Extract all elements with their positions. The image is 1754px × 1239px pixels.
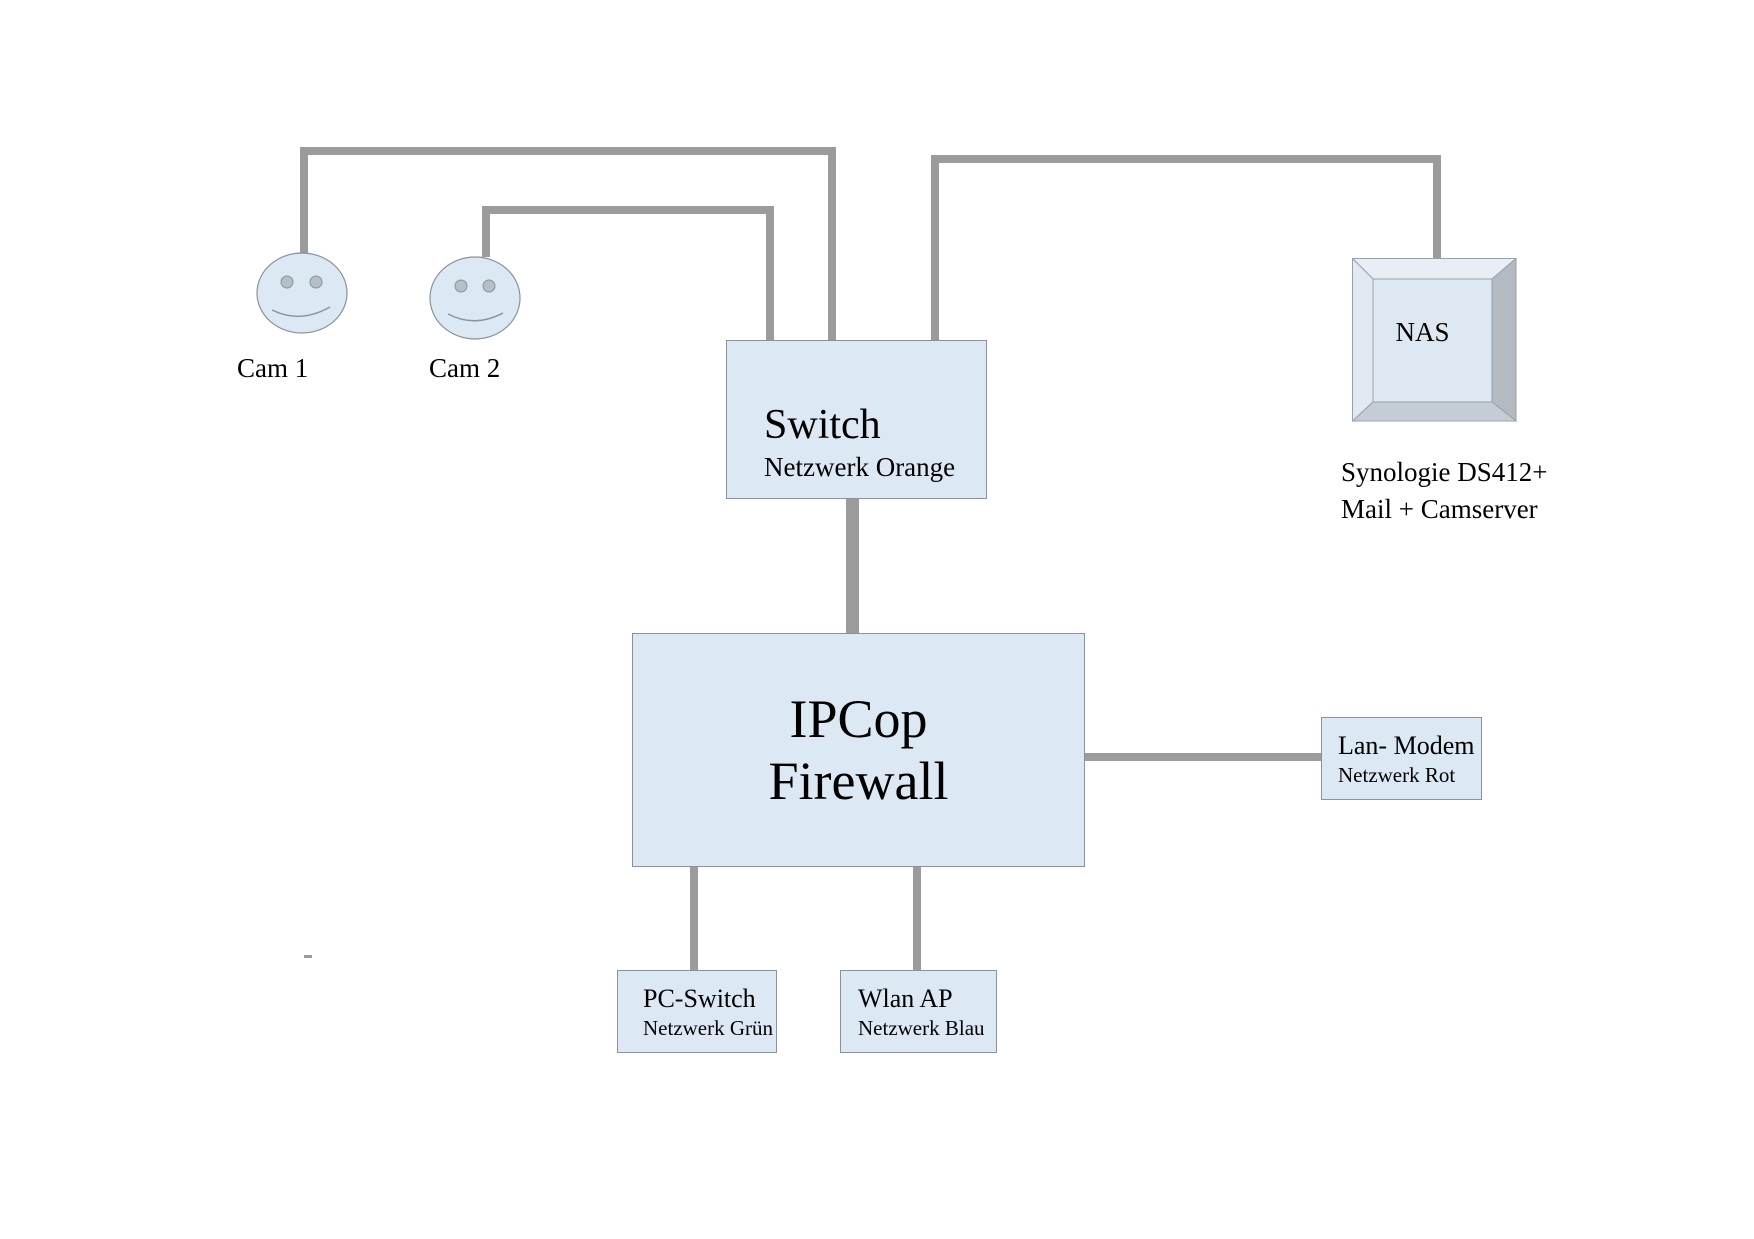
nas-right-bevel: [1491, 258, 1517, 422]
nas-caption-line1: Synologie DS412+: [1341, 457, 1548, 487]
connector-switch-nas-riser: [931, 155, 939, 340]
pc-switch-subtitle: Netzwerk Grün: [643, 1015, 774, 1040]
face-circle: [256, 252, 348, 334]
nas-caption: Synologie DS412+ Mail + Camserver: [1341, 454, 1548, 528]
switch-subtitle: Netzwerk Orange: [764, 452, 956, 482]
firewall-title-line1: IPCop: [789, 689, 928, 749]
nas-left-bevel: [1352, 258, 1374, 422]
connector-nas-drop: [1433, 155, 1441, 258]
connector-firewall-to-wlan-ap: [913, 867, 921, 970]
connector-cam1-riser: [300, 147, 308, 253]
lan-modem-subtitle: Netzwerk Rot: [1338, 762, 1456, 787]
nas-3d-box-icon: [1352, 258, 1517, 422]
cam2-label: Cam 2: [429, 353, 501, 383]
connector-switch-nas-horizontal: [931, 155, 1441, 163]
cam1-smiley-face-icon: [256, 252, 348, 334]
right-eye: [482, 279, 496, 293]
lan-modem-node: Lan- Modem Netzwerk Rot: [1321, 717, 1482, 800]
smile: [447, 312, 504, 322]
switch-node: Switch Netzwerk Orange: [726, 340, 987, 499]
connector-switch-to-firewall: [846, 498, 859, 633]
nas-bottom-bevel: [1352, 401, 1517, 422]
face-circle: [429, 256, 521, 340]
stray-dash-mark: [304, 955, 312, 958]
wlan-ap-subtitle: Netzwerk Blau: [858, 1015, 985, 1040]
nas-face: [1372, 278, 1493, 403]
connector-cam2-to-switch: [766, 206, 774, 340]
lan-modem-title: Lan- Modem: [1338, 730, 1475, 760]
pc-switch-title: PC-Switch: [643, 983, 756, 1013]
switch-title: Switch: [764, 402, 881, 448]
nas-label: NAS: [1395, 317, 1450, 347]
wlan-ap-title: Wlan AP: [858, 983, 953, 1013]
nas-caption-line2: Mail + Camserver: [1341, 494, 1538, 524]
connector-cam1-horizontal: [300, 147, 836, 155]
pc-switch-node: PC-Switch Netzwerk Grün: [617, 970, 777, 1053]
connector-cam2-riser: [482, 206, 490, 257]
right-eye: [309, 275, 323, 289]
cam2-smiley-face-icon: [429, 256, 521, 340]
left-eye: [280, 275, 294, 289]
connector-firewall-to-pc-switch: [690, 867, 698, 970]
cam1-label: Cam 1: [237, 353, 309, 383]
connector-firewall-to-lan-modem: [1085, 753, 1321, 761]
wlan-ap-node: Wlan AP Netzwerk Blau: [840, 970, 997, 1053]
nas-top-bevel: [1352, 258, 1517, 280]
smile: [271, 306, 331, 317]
left-eye: [454, 279, 468, 293]
connector-cam1-to-switch: [828, 147, 836, 340]
connector-cam2-horizontal: [482, 206, 774, 214]
firewall-title-line2: Firewall: [768, 751, 949, 811]
ipcop-firewall-node: IPCop Firewall: [632, 633, 1085, 867]
